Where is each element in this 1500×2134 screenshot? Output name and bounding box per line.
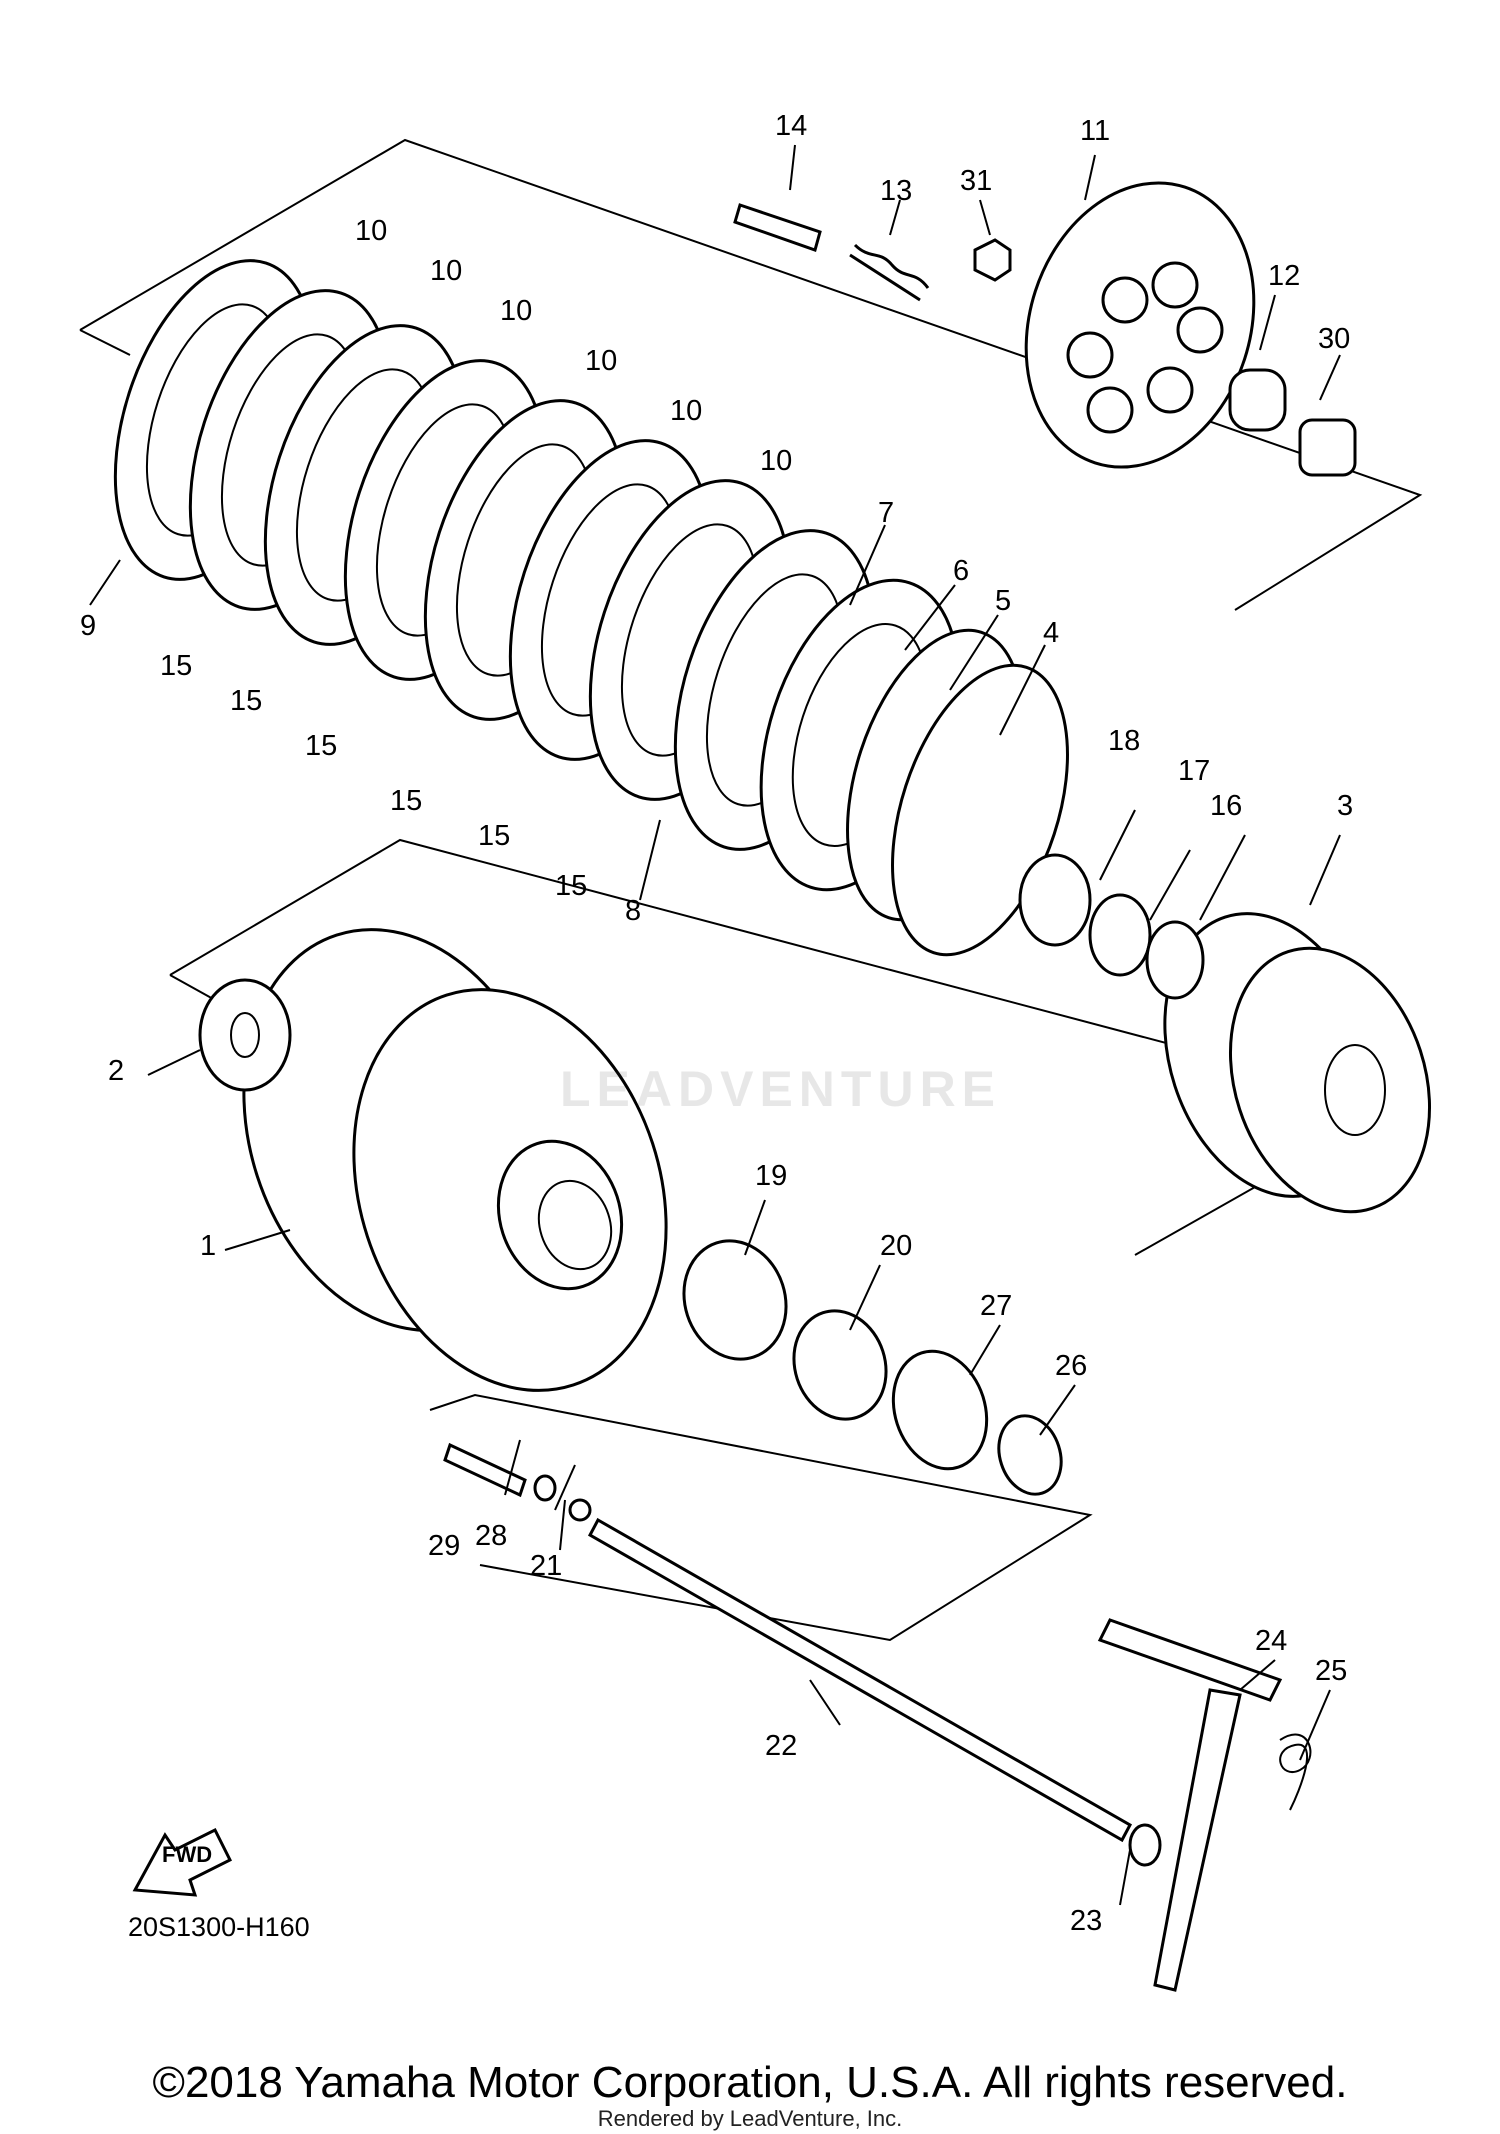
callout-14: 14 <box>775 110 807 142</box>
lock-washer <box>1018 853 1092 947</box>
bolt <box>733 203 822 252</box>
callout-22: 22 <box>765 1730 797 1762</box>
callout-25: 25 <box>1315 1655 1347 1687</box>
callout-10e: 10 <box>670 395 702 427</box>
callout-30: 30 <box>1318 323 1350 355</box>
callout-10f: 10 <box>760 445 792 477</box>
callout-27: 27 <box>980 1290 1012 1322</box>
oil-seal <box>997 1414 1063 1496</box>
callout-10c: 10 <box>500 295 532 327</box>
callout-29: 29 <box>428 1530 460 1562</box>
ball <box>568 1498 592 1522</box>
callout-10a: 10 <box>355 215 387 247</box>
o-ring <box>533 1474 557 1502</box>
nut-washer <box>1088 893 1152 977</box>
clutch-boss <box>1163 912 1432 1214</box>
callout-8: 8 <box>625 895 641 927</box>
leader-lines <box>89 144 1341 1906</box>
callout-13: 13 <box>880 175 912 207</box>
pressure-plate <box>1024 181 1256 469</box>
needle-bearing <box>682 1239 788 1361</box>
callout-10b: 10 <box>430 255 462 287</box>
rendered-by-notice: Rendered by LeadVenture, Inc. <box>597 2106 903 2131</box>
watermark-text: LEADVENTURE <box>560 1061 1002 1117</box>
callout-4: 4 <box>1043 617 1059 649</box>
push-plate <box>1298 418 1357 477</box>
push-lever-shaft <box>1097 1618 1283 1992</box>
push-rod-2 <box>587 1517 1133 1843</box>
fwd-arrow-icon: FWD <box>132 1827 233 1897</box>
callout-16: 16 <box>1210 790 1242 822</box>
callout-20: 20 <box>880 1230 912 1262</box>
callout-18: 18 <box>1108 725 1140 757</box>
callout-26: 26 <box>1055 1350 1087 1382</box>
callout-28: 28 <box>475 1520 507 1552</box>
clutch-housing <box>242 928 668 1392</box>
callout-7: 7 <box>878 497 894 529</box>
callout-15c: 15 <box>305 730 337 762</box>
callout-17: 17 <box>1178 755 1210 787</box>
washer <box>1145 920 1205 1000</box>
copyright-notice: ©2018 Yamaha Motor Corporation, U.S.A. A… <box>152 2058 1348 2107</box>
spacer <box>792 1309 888 1421</box>
push-rod-1 <box>443 1442 527 1498</box>
lower-frame <box>429 1393 1093 1642</box>
callout-15b: 15 <box>230 685 262 717</box>
callout-24: 24 <box>1255 1625 1287 1657</box>
callout-6: 6 <box>953 555 969 587</box>
bearing <box>1228 368 1287 432</box>
callout-3: 3 <box>1337 790 1353 822</box>
callout-15e: 15 <box>478 820 510 852</box>
nut <box>973 238 1012 282</box>
clutch-spring <box>849 243 930 302</box>
callout-12: 12 <box>1268 260 1300 292</box>
fwd-label: FWD <box>162 1842 212 1867</box>
diagram-code: 20S1300-H160 <box>128 1912 310 1942</box>
thrust-washer <box>198 978 292 1092</box>
callout-19: 19 <box>755 1160 787 1192</box>
upper-frame <box>79 138 1423 611</box>
callout-5: 5 <box>995 585 1011 617</box>
oil-seal-small <box>1128 1823 1162 1867</box>
callout-2: 2 <box>108 1055 124 1087</box>
callouts: 1 2 3 4 5 6 7 8 9 10 10 10 10 10 10 11 1… <box>80 110 1353 1937</box>
callout-10d: 10 <box>585 345 617 377</box>
callout-23: 23 <box>1070 1905 1102 1937</box>
callout-31: 31 <box>960 165 992 197</box>
torsion-spring <box>1279 1733 1312 1811</box>
callout-15f: 15 <box>555 870 587 902</box>
callout-11: 11 <box>1080 115 1110 147</box>
callout-9: 9 <box>80 610 96 642</box>
callout-21: 21 <box>530 1550 562 1582</box>
callout-15a: 15 <box>160 650 192 682</box>
callout-1: 1 <box>200 1230 216 1262</box>
spacer-washer <box>891 1349 989 1471</box>
callout-15d: 15 <box>390 785 422 817</box>
